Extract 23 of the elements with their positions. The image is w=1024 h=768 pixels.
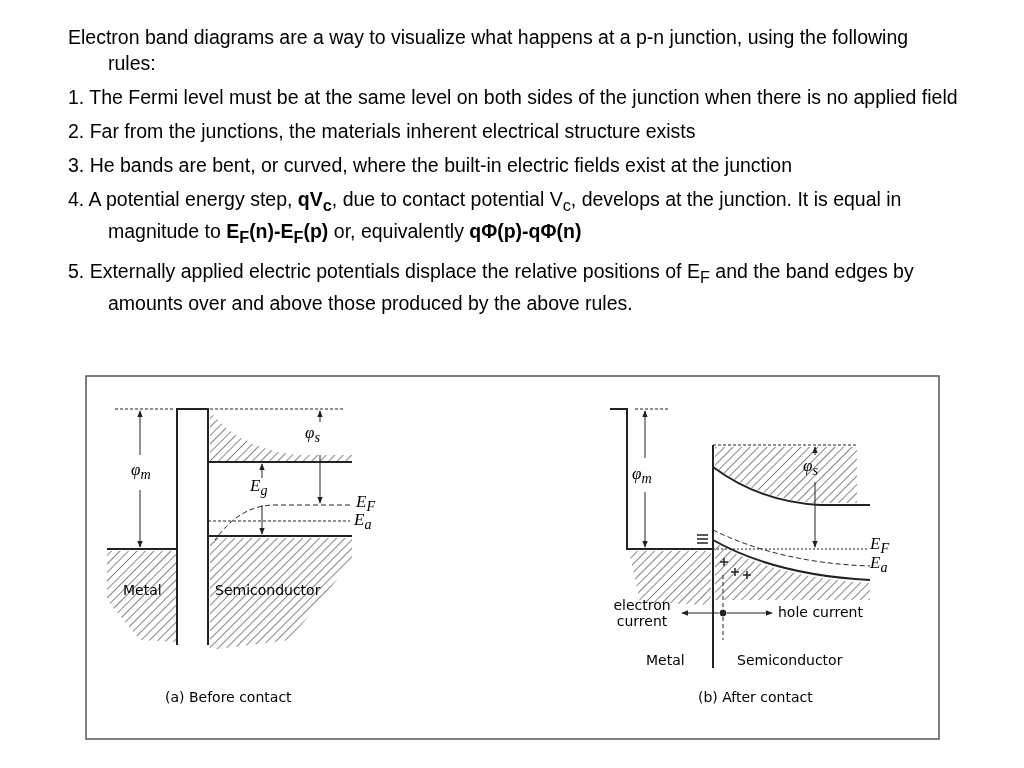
symbol-label: φ$_{s}$ (803, 458, 818, 479)
region-label: Semiconductor (737, 652, 843, 668)
symbol-label: φ$_{s}$ (305, 425, 320, 446)
symbol-label: φ$_{m}$ (632, 466, 652, 487)
rule-item: 1. The Fermi level must be at the same level on both sides of the junction when there is no applied field (68, 85, 958, 110)
rule-item: 2. Far from the junctions, the materials inherent electrical structure exists (68, 119, 697, 144)
figure-caption: (a) Before contact (165, 689, 292, 705)
region-label: Metal (646, 652, 685, 668)
figure-caption: (b) After contact (698, 689, 813, 705)
symbol-label: E$_{a}$ (354, 512, 372, 533)
rule-item: 4. A potential energy step, qV$_{c}$, due to contact potential V$_{c}$, develops at the junction. It is equal in magnitude to E$_{F}$(n)-E$_{F}$(p) or, equivalently qΦ(p)-qΦ(n) (68, 187, 903, 248)
symbol-label: E$_{a}$ (870, 555, 888, 576)
rule-item: 5. Externally applied electric potentials displace the relative positions of E$_{F}$ and the band edges by amounts over and above those produced by the above rules. (68, 258, 915, 316)
symbol-label: E$_{F}$ (356, 494, 376, 515)
intro-text: Electron band diagrams are a way to visualize what happens at a p-n junction, using the following rules: (68, 25, 910, 76)
current-label: electron current (612, 597, 672, 629)
region-label: Metal (123, 582, 162, 598)
rule-item: 3. He bands are bent, or curved, where the built-in electric fields exist at the junction (68, 153, 794, 178)
symbol-label: E$_{F}$ (870, 536, 890, 557)
current-label: hole current (778, 604, 863, 620)
symbol-label: E$_{g}$ (250, 478, 268, 499)
region-label: Semiconductor (215, 582, 321, 598)
symbol-label: φ$_{m}$ (131, 462, 151, 483)
